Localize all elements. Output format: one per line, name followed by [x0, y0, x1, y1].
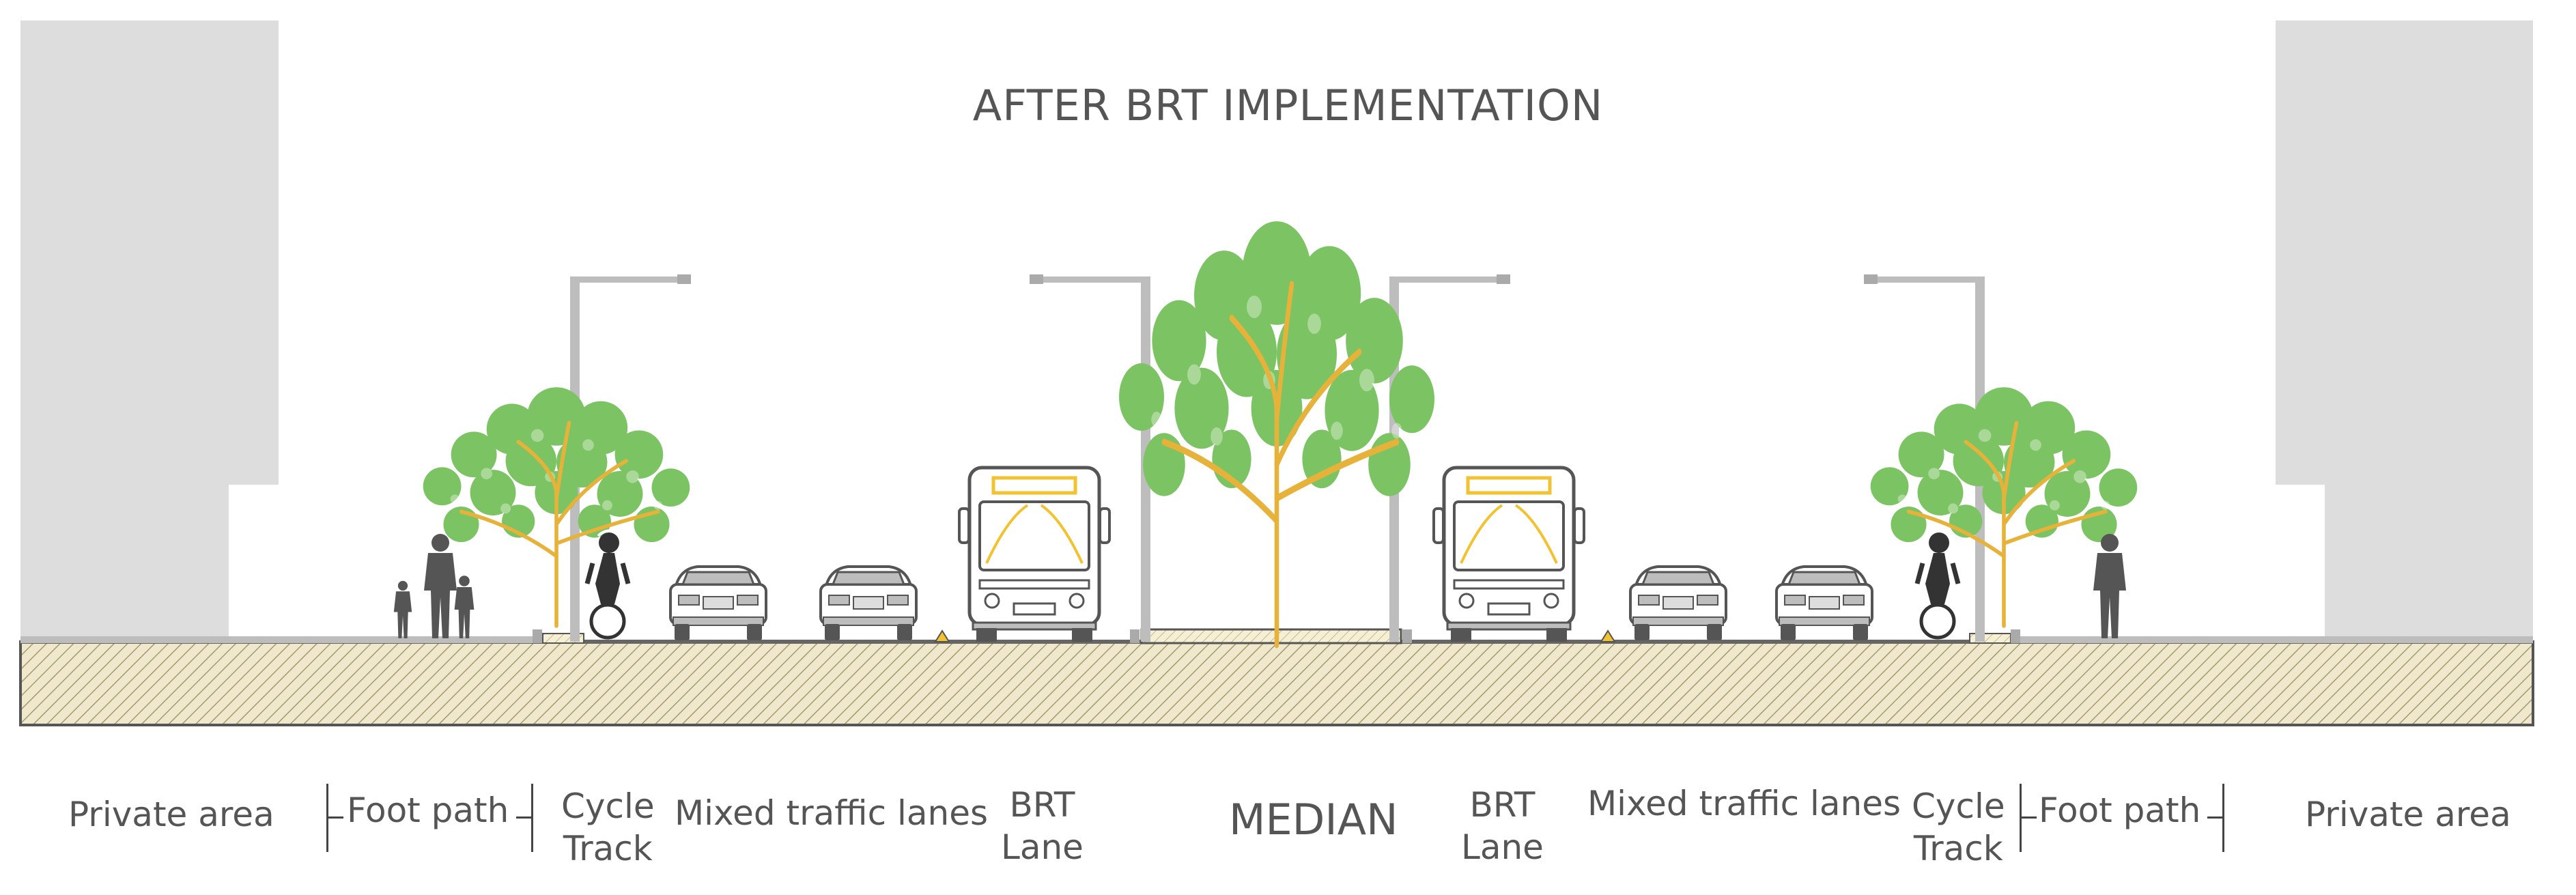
car-icon [1775, 565, 1873, 642]
bracket-mark [516, 816, 531, 819]
label-private-area-left: Private area [68, 795, 274, 834]
bus-icon [959, 468, 1109, 642]
label-private-area-right: Private area [2305, 795, 2511, 834]
car-icon [819, 565, 918, 642]
label-foot-path-left: Foot path [347, 791, 509, 830]
building-right [2276, 20, 2533, 643]
building-left [20, 20, 279, 643]
pedestrian-icon [2093, 534, 2126, 638]
curb-marker-icon [1600, 629, 1616, 642]
cyclist-icon [1917, 531, 1958, 638]
bracket-mark [2222, 784, 2224, 852]
cyclist-icon [587, 531, 628, 638]
car-icon [1629, 565, 1727, 642]
bracket-mark [2020, 784, 2022, 852]
car-icon [669, 565, 767, 642]
bracket-mark [2207, 816, 2222, 819]
bracket-mark [2022, 816, 2037, 819]
bracket-mark [531, 784, 533, 852]
label-mixed-traffic-right: Mixed traffic lanes [1587, 784, 1901, 823]
bracket-mark [328, 816, 343, 819]
diagram-title: AFTER BRT IMPLEMENTATION [972, 81, 1604, 130]
bus-icon [1434, 468, 1584, 642]
pedestrian-family-icon [393, 534, 475, 638]
ground-section [19, 628, 2534, 726]
bracket-mark [326, 784, 328, 852]
label-foot-path-right: Foot path [2039, 791, 2201, 830]
curb-marker-icon [934, 629, 950, 642]
label-mixed-traffic-left: Mixed traffic lanes [675, 793, 989, 833]
label-median: MEDIAN [1229, 795, 1398, 844]
tree-icon [1119, 221, 1434, 644]
